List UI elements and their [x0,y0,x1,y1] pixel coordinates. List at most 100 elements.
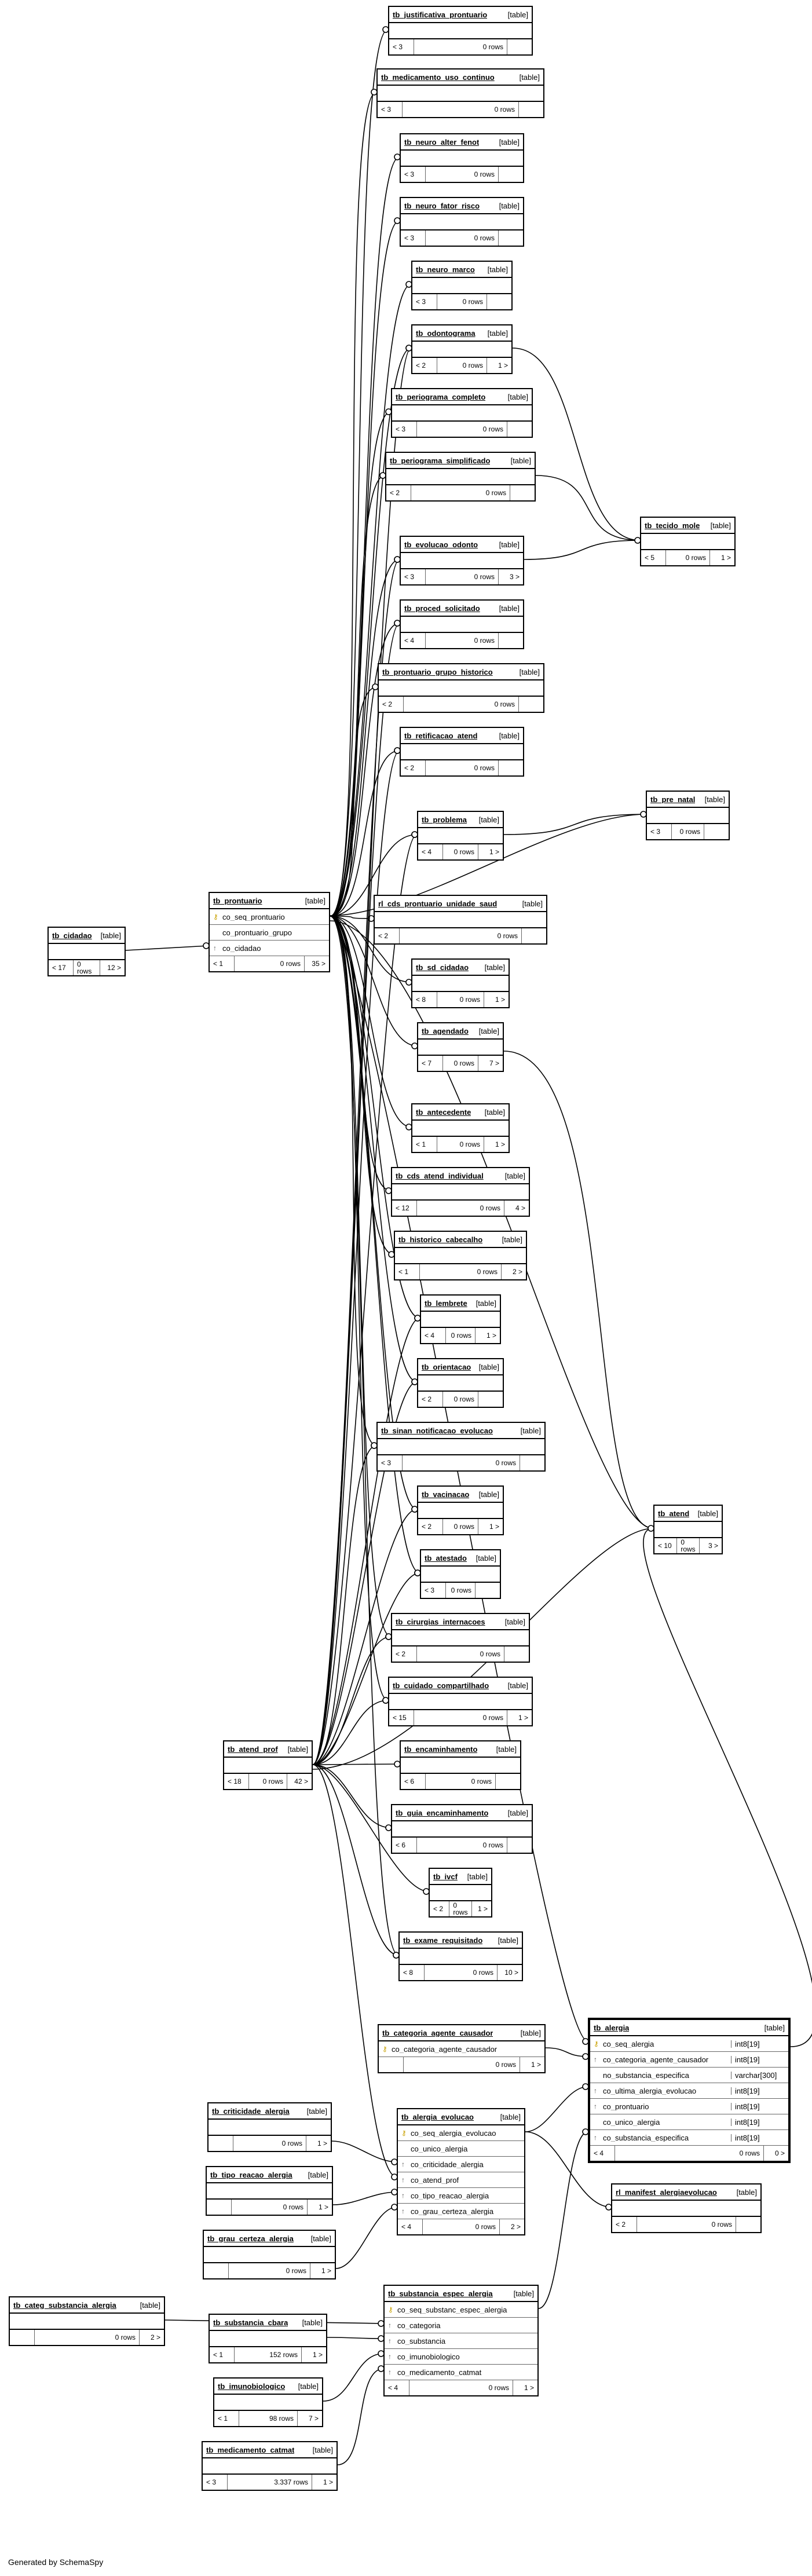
table-name[interactable]: tb_periograma_completo [396,393,486,401]
column-row[interactable]: ↑co_atend_prof [398,2172,524,2188]
table-name[interactable]: tb_medicamento_catmat [206,2446,295,2454]
table-name[interactable]: tb_atend [658,1509,690,1517]
table-name[interactable]: tb_sinan_notificacao_evolucao [381,1426,493,1435]
table-name[interactable]: tb_alergia [594,2024,630,2032]
column-row[interactable]: ↑co_categoria [385,2318,537,2333]
table-name[interactable]: tb_encaminhamento [404,1745,478,1753]
column-row[interactable]: ↑co_cidadao [210,941,329,956]
table-name[interactable]: tb_cds_atend_individual [396,1172,484,1180]
table-node-rl-cds-prontuario-unidade-saud[interactable]: rl_cds_prontuario_unidade_saud[table]< 2… [374,895,547,945]
column-row[interactable]: ↑co_criticidade_alergia [398,2157,524,2172]
table-name[interactable]: tb_vacinacao [422,1490,470,1498]
table-node-tb-substancia-espec-alergia[interactable]: tb_substancia_espec_alergia[table]⚷co_se… [383,2285,539,2396]
table-name[interactable]: tb_neuro_alter_fenot [404,138,480,146]
table-name[interactable]: tb_cidadao [52,931,92,939]
table-name[interactable]: tb_antecedente [416,1108,471,1116]
table-name[interactable]: tb_imunobiologico [218,2382,286,2390]
table-name[interactable]: tb_neuro_fator_risco [404,202,480,210]
table-name[interactable]: tb_categoria_agente_causador [382,2029,493,2037]
table-name[interactable]: tb_grau_certeza_alergia [207,2234,294,2242]
table-name[interactable]: tb_medicamento_uso_continuo [381,73,495,81]
column-row[interactable]: co_prontuario_grupo [210,925,329,941]
table-name[interactable]: tb_retificacao_atend [404,731,478,740]
table-name[interactable]: tb_criticidade_alergia [212,2107,290,2115]
table-name[interactable]: tb_prontuario_grupo_historico [382,668,493,676]
table-name[interactable]: tb_neuro_marco [416,265,475,273]
table-name[interactable]: tb_evolucao_odonto [404,540,478,548]
table-name[interactable]: tb_exame_requisitado [403,1936,483,1944]
column-row[interactable]: ↑co_tipo_reacao_alergia [398,2188,524,2204]
table-name[interactable]: tb_tipo_reacao_alergia [210,2171,292,2179]
table-name[interactable]: tb_ivcf [433,1872,458,1880]
table-name[interactable]: tb_odontograma [416,329,476,337]
table-name[interactable]: tb_proced_solicitado [404,604,480,612]
table-name[interactable]: tb_justificativa_prontuario [393,10,488,19]
table-name[interactable]: tb_cuidado_compartilhado [393,1681,489,1689]
table-name[interactable]: tb_orientacao [422,1363,471,1371]
table-node-tb-alergia-evolucao[interactable]: tb_alergia_evolucao[table]⚷co_seq_alergi… [397,2108,525,2235]
table-name[interactable]: tb_problema [422,815,467,824]
table-name[interactable]: tb_substancia_espec_alergia [388,2289,493,2297]
column-row[interactable]: ↑co_substancia [385,2333,537,2349]
column-row[interactable]: ⚷co_seq_alergia_evolucao [398,2125,524,2141]
table-name[interactable]: rl_manifest_alergiaevolucao [616,2188,717,2196]
column-row[interactable]: co_unico_alergia [398,2141,524,2157]
column-row[interactable]: ↑co_imunobiologico [385,2349,537,2365]
table-node-tb-categoria-agente-causador[interactable]: tb_categoria_agente_causador[table]⚷co_c… [378,2024,546,2073]
table-name[interactable]: tb_prontuario [213,897,262,905]
table-name[interactable]: tb_atestado [425,1554,467,1562]
column-row[interactable]: ↑co_grau_certeza_alergia [398,2204,524,2219]
table-name[interactable]: tb_categ_substancia_alergia [13,2301,116,2309]
column-row[interactable]: ↑co_medicamento_catmat [385,2365,537,2380]
column-row[interactable]: ⚷co_seq_prontuario [210,909,329,925]
table-name[interactable]: rl_cds_prontuario_unidade_saud [378,899,498,908]
table-name[interactable]: tb_lembrete [425,1299,467,1307]
table-name[interactable]: tb_guia_encaminhamento [396,1809,489,1817]
table-name[interactable]: tb_tecido_mole [645,521,700,529]
table-name[interactable]: tb_alergia_evolucao [401,2113,474,2121]
table-name[interactable]: tb_atend_prof [228,1745,278,1753]
table-name[interactable]: tb_agendado [422,1027,469,1035]
table-node-tb-categ-substancia-alergia[interactable]: tb_categ_substancia_alergia[table]0 rows… [9,2296,165,2346]
column-row[interactable]: ⚷co_seq_substanc_espec_alergia [385,2302,537,2318]
